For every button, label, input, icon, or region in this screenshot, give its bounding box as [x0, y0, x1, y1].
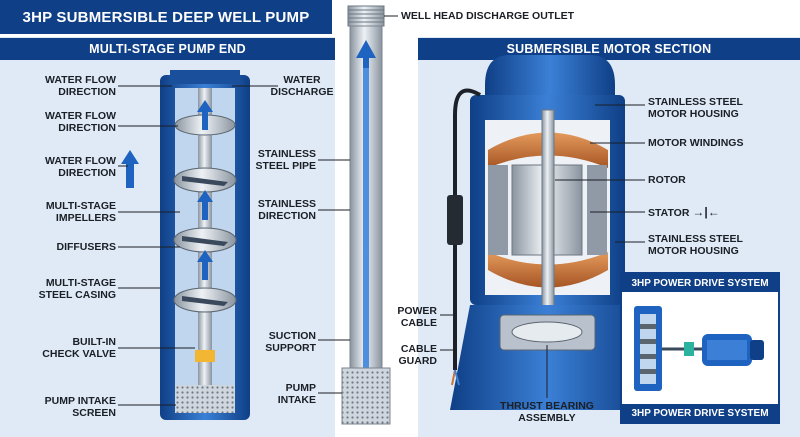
- flow-arrow: [121, 150, 139, 188]
- pipe-intake-screen: [341, 367, 391, 425]
- power-drive-inset: 3HP POWER DRIVE SYSTEM 3HP POWER DRIVE S…: [620, 272, 780, 424]
- main-title: 3HP SUBMERSIBLE DEEP WELL PUMP: [0, 0, 332, 34]
- motor-heading: SUBMERSIBLE MOTOR SECTION: [418, 38, 800, 60]
- pump-end-illustration: [121, 70, 250, 420]
- stator-symbol-icon: →|←: [692, 205, 720, 219]
- label-rotor: ROTOR: [648, 174, 686, 186]
- check-valve: [195, 350, 215, 362]
- motor-shaft: [541, 109, 555, 321]
- intake-screen: [175, 385, 235, 413]
- inset-footer: 3HP POWER DRIVE SYSTEM: [622, 404, 778, 422]
- label-motor-windings: MOTOR WINDINGS: [648, 137, 744, 149]
- pipe-illustration: [341, 5, 391, 425]
- label-diffusers: DIFFUSERS: [56, 241, 116, 253]
- label-stator: STATOR →|←: [648, 205, 720, 219]
- label-discharge-outlet: WELL HEAD DISCHARGE OUTLET: [401, 10, 575, 22]
- motor-top-cap: [485, 55, 615, 95]
- power-cable: [453, 88, 482, 370]
- inset-illustration: [634, 306, 764, 391]
- pump-end-heading: MULTI-STAGE PUMP END: [0, 38, 335, 60]
- inset-title: 3HP POWER DRIVE SYSTEM: [622, 274, 778, 292]
- motor-illustration: [447, 55, 645, 410]
- cable-guard: [447, 195, 463, 245]
- leader-lines: [118, 15, 645, 406]
